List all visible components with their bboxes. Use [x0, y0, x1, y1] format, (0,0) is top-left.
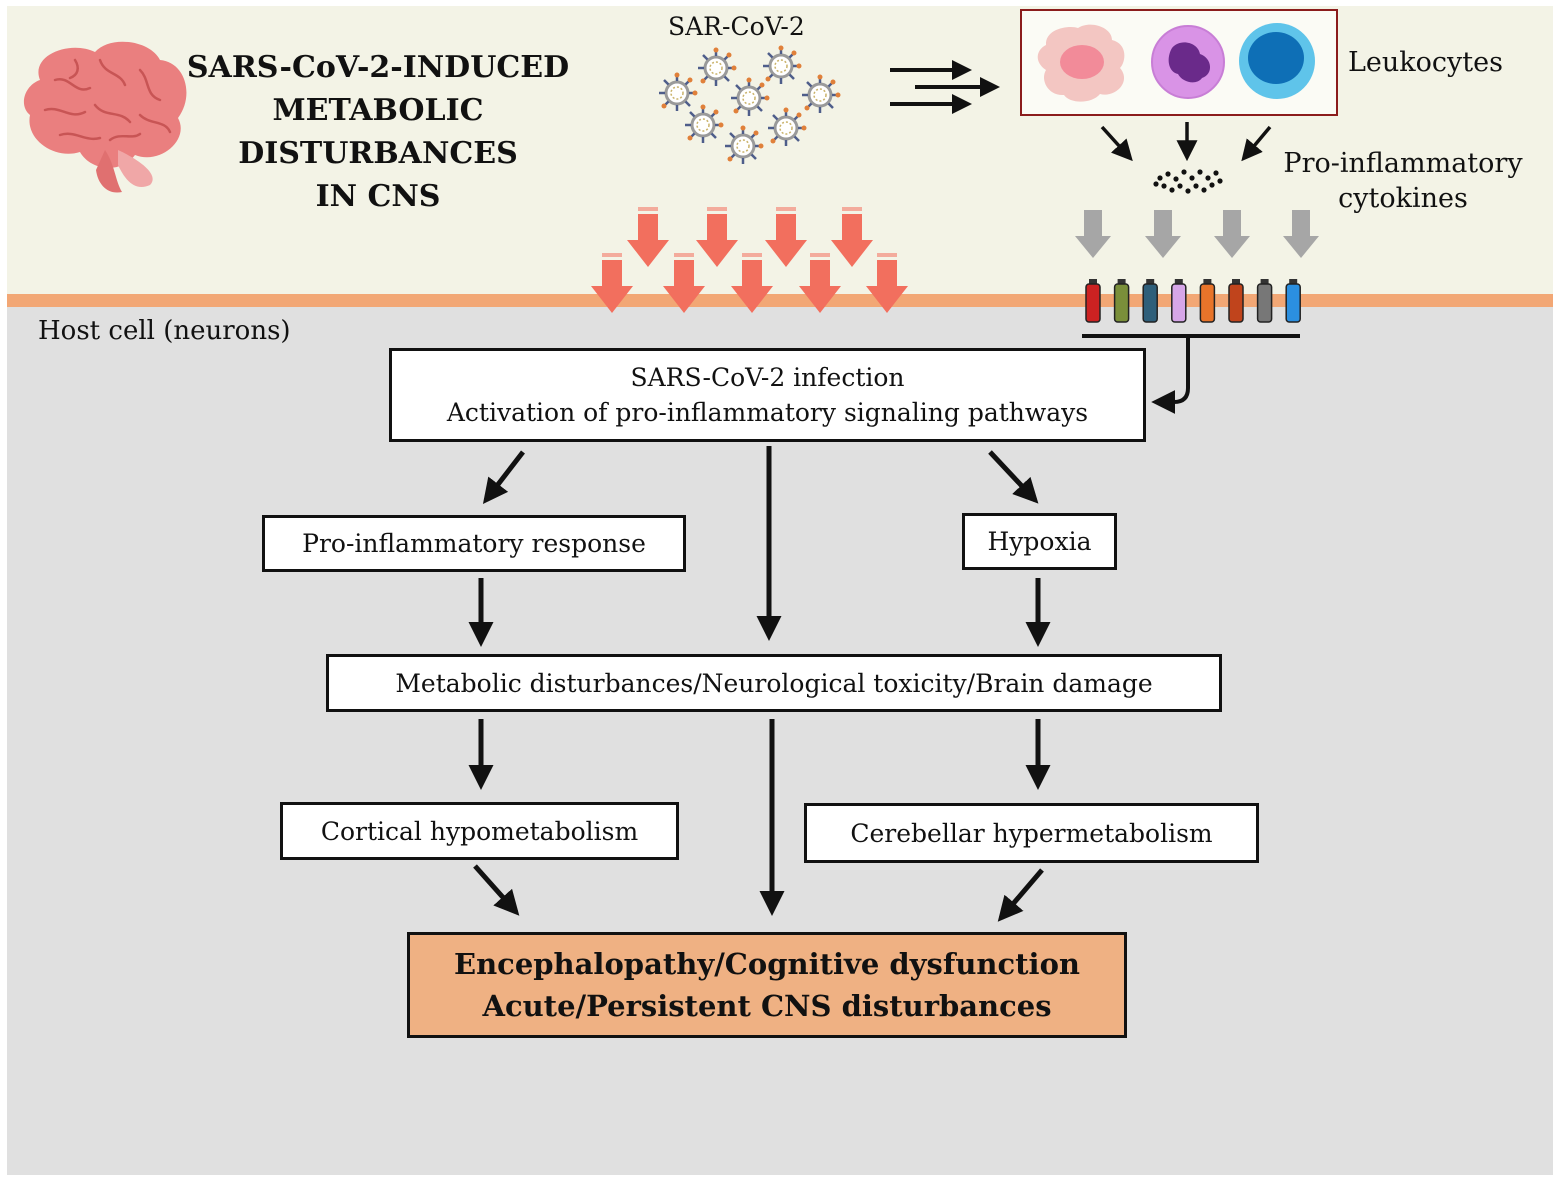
title-line: DISTURBANCES	[238, 136, 518, 171]
hypoxia-box: Hypoxia	[962, 513, 1117, 570]
cytokine-receptor	[1285, 283, 1301, 323]
diagram-title: SARS-CoV-2-INDUCED METABOLIC DISTURBANCE…	[168, 46, 588, 218]
proinflammatory-response-text: Pro-inflammatory response	[302, 529, 646, 558]
receptor-icon	[1085, 279, 1301, 323]
virus-to-leukocytes-arrows	[890, 60, 1000, 114]
title-line: SARS-CoV-2-INDUCED	[186, 50, 570, 85]
receptor-cap	[1089, 279, 1097, 285]
lymphocyte-icon	[1239, 23, 1315, 99]
cytokine-receptor	[1085, 283, 1101, 323]
cerebellar-hypermetabolism-box: Cerebellar hypermetabolism	[804, 803, 1259, 863]
proinflammatory-response-box: Pro-inflammatory response	[262, 515, 686, 572]
outcome-line: Encephalopathy/Cognitive dysfunction	[453, 947, 1080, 981]
cytokine-receptor	[1256, 283, 1273, 323]
cytokine-receptor	[1171, 283, 1187, 323]
macrophage-icon	[1037, 24, 1125, 102]
cerebellar-hypermetabolism-text: Cerebellar hypermetabolism	[850, 818, 1213, 848]
infection-line: SARS-CoV-2 infection	[630, 363, 905, 392]
flow-arrows	[468, 446, 1051, 922]
neutrophil-icon	[1151, 25, 1225, 99]
virus-label: SAR-CoV-2	[668, 12, 805, 41]
cortical-hypometabolism-box: Cortical hypometabolism	[280, 802, 679, 860]
infection-box: SARS-CoV-2 infection Activation of pro-i…	[389, 348, 1146, 442]
leukocyte-release-arrows	[1100, 122, 1272, 162]
receptor-cap	[1117, 279, 1126, 285]
cortical-hypometabolism-text: Cortical hypometabolism	[320, 816, 639, 846]
receptor-cap	[1289, 279, 1298, 285]
title-line: METABOLIC	[272, 93, 484, 128]
outcome-line: Acute/Persistent CNS disturbances	[482, 989, 1052, 1023]
metabolic-disturbances-text: Metabolic disturbances/Neurological toxi…	[395, 668, 1153, 698]
title-line: IN CNS	[315, 179, 441, 214]
receptor-cap	[1146, 279, 1155, 285]
cytokine-receptor	[1199, 283, 1216, 323]
cytokines-label-line: Pro-inflammatory	[1283, 148, 1523, 179]
cytokines-label-line: cytokines	[1338, 183, 1468, 214]
leukocytes-label: Leukocytes	[1348, 47, 1503, 78]
outcome-box: Encephalopathy/Cognitive dysfunction Acu…	[407, 932, 1127, 1038]
cytokines-label: Pro-inflammatory cytokines	[1278, 146, 1528, 216]
receptor-cap	[1203, 279, 1212, 285]
cytokine-receptor	[1113, 283, 1130, 323]
hypoxia-text: Hypoxia	[987, 527, 1092, 556]
metabolic-disturbances-box: Metabolic disturbances/Neurological toxi…	[326, 654, 1222, 712]
receptor-cap	[1260, 279, 1269, 285]
host-cell-label: Host cell (neurons)	[38, 316, 291, 346]
signaling-line: Activation of pro-inflammatory signaling…	[446, 398, 1089, 427]
brain-icon	[23, 41, 187, 193]
cytokine-receptor	[1228, 283, 1244, 323]
receptor-signal-connector	[1082, 334, 1300, 414]
receptor-cap	[1232, 279, 1240, 285]
cytokine-receptor	[1142, 283, 1158, 323]
cytokine-particles-icon	[1153, 169, 1223, 194]
cell-membrane	[7, 294, 1553, 307]
receptor-cap	[1174, 279, 1183, 285]
